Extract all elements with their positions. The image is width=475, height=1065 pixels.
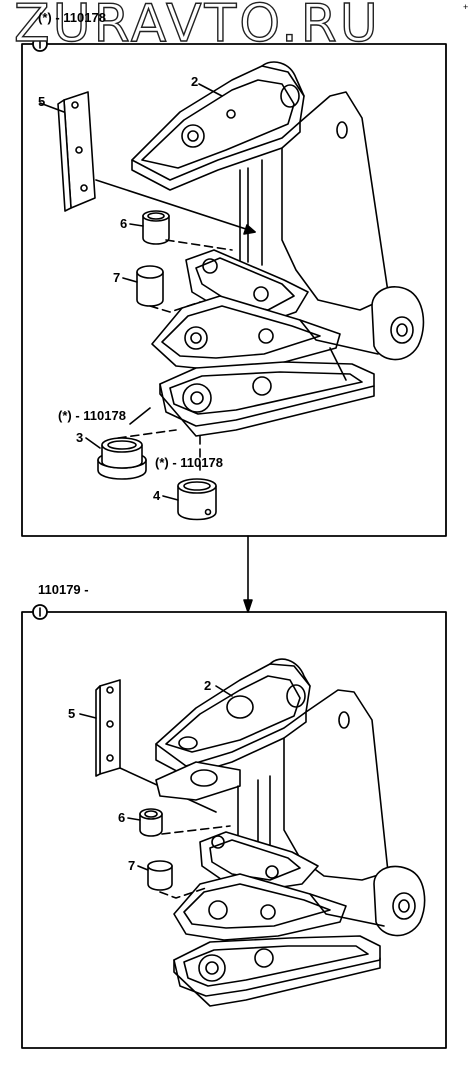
top-serial-part-4: (*) - 110178 [155,455,223,470]
top-main-bracket [131,61,425,437]
top-callout-4: 4 [153,488,161,503]
bottom-part-7-bushing [137,860,207,899]
top-panel-frame [21,43,447,537]
top-serial-part-3: (*) - 110178 [58,408,126,423]
top-part-6-bushing [129,210,233,251]
top-part-3-flanged-bushing [85,407,177,480]
top-assembly-arrow [95,179,256,235]
corner-mark: + [463,2,469,12]
top-callout-6: 6 [120,216,128,231]
top-callout-5: 5 [38,94,46,109]
bottom-callout-2: 2 [204,678,212,693]
bottom-callout-7: 7 [128,858,136,873]
bottom-serial-range: 110179 - [38,582,89,597]
top-part-5-plate [39,91,96,212]
bottom-callout-5: 5 [68,706,76,721]
bottom-callout-6: 6 [118,810,126,825]
top-marker-circle [32,36,48,52]
top-callout-3: 3 [76,430,84,445]
top-leader-2 [198,83,223,97]
bottom-panel-frame [21,611,447,1049]
top-callout-2: 2 [191,74,199,89]
top-callout-7: 7 [113,270,121,285]
bottom-marker-circle [32,604,48,620]
top-serial-range: (*) - 110178 [38,10,106,25]
watermark: ZURAVTO.RU [13,0,381,55]
bottom-leader-2 [215,685,233,697]
top-part-7-bushing [122,265,201,313]
panel-connector-arrow [243,535,253,613]
bottom-main-bracket [155,658,426,1007]
top-part-4-bushing [162,433,217,521]
bottom-part-6-bushing [127,808,231,837]
